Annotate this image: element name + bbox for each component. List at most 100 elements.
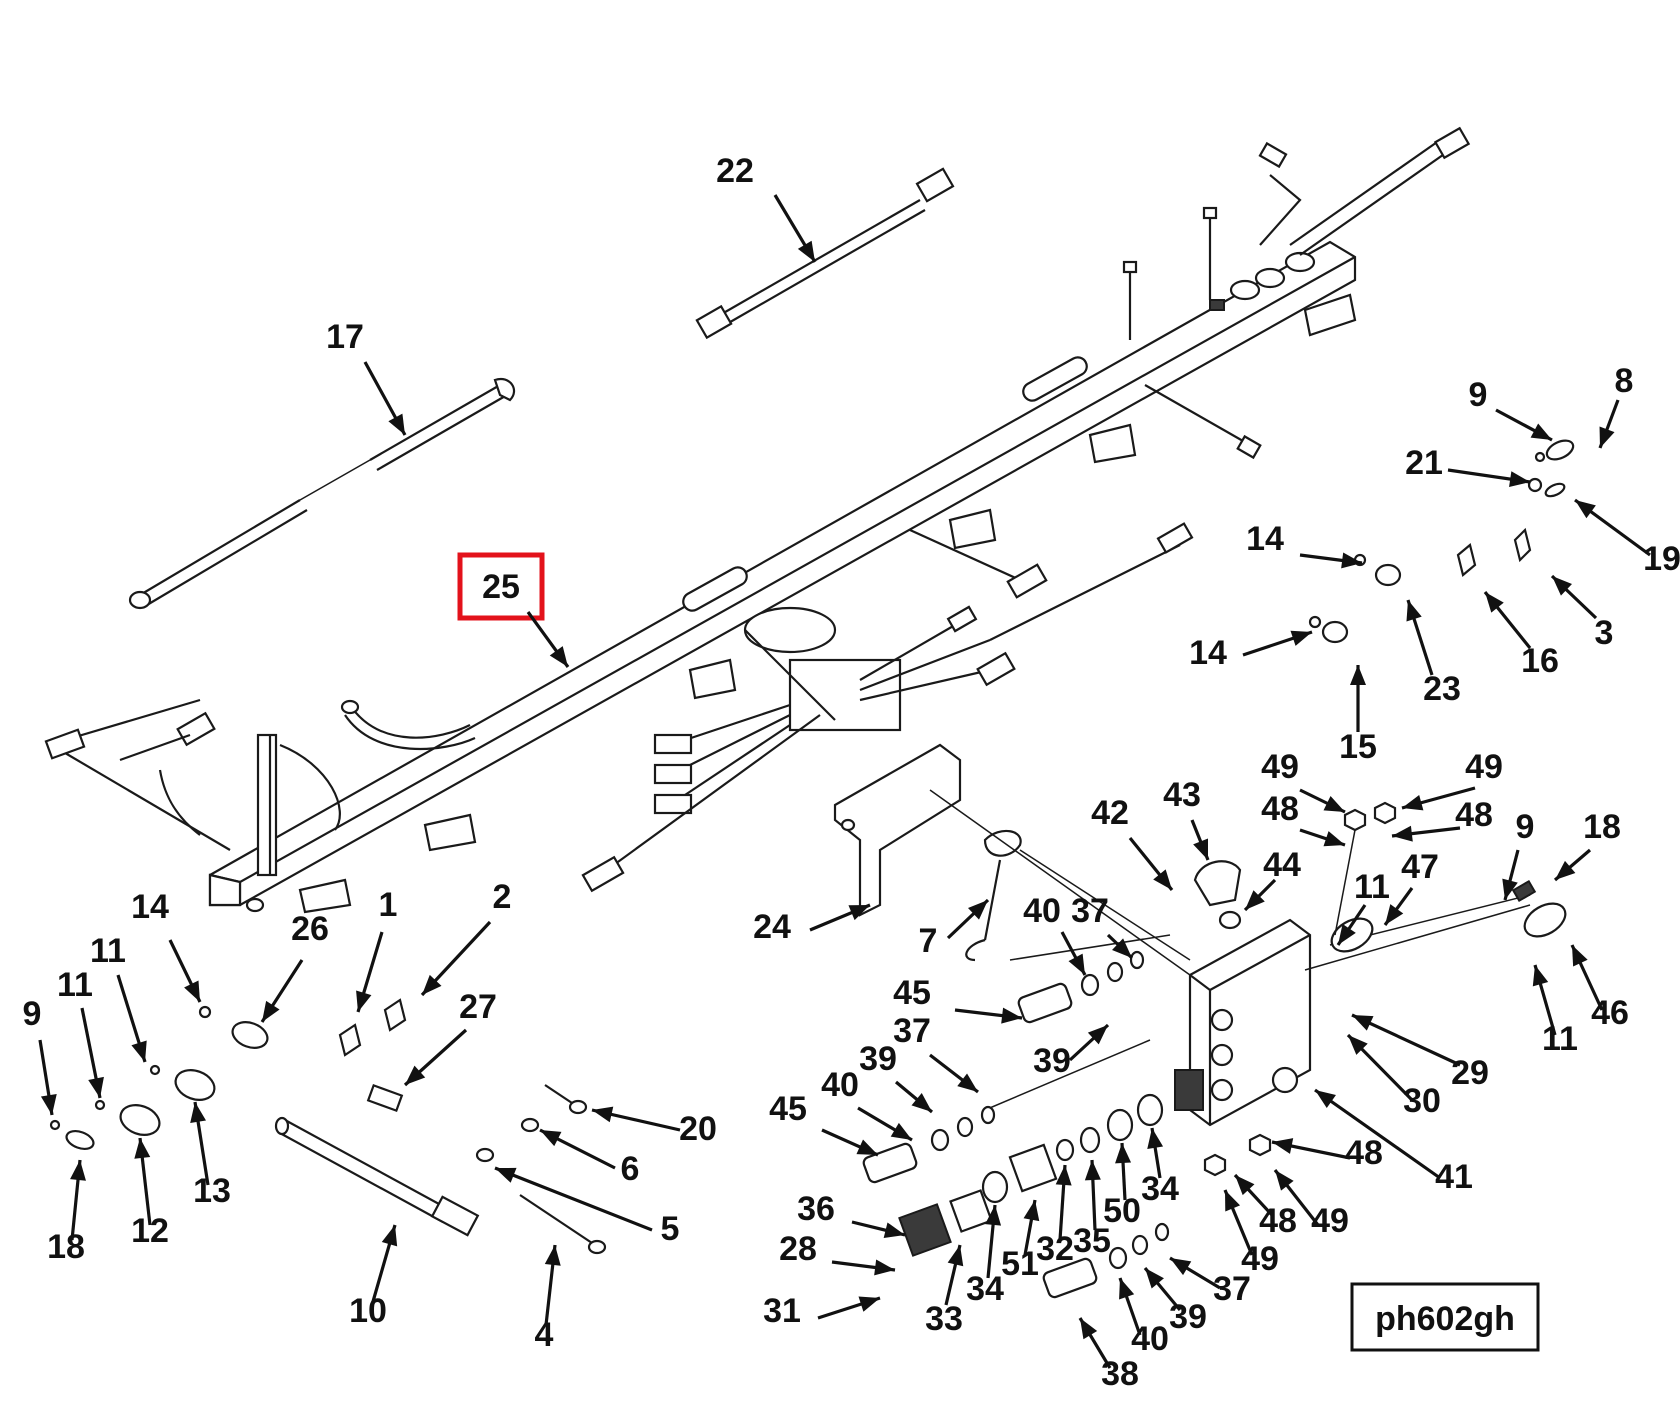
callout-label-11: 11: [90, 932, 126, 970]
callout-label-49: 49: [1465, 748, 1503, 786]
callout-label-7: 7: [919, 922, 938, 960]
callout-label-34: 34: [966, 1270, 1004, 1308]
valve-body-assembly: [833, 743, 1567, 1299]
callout-label-15: 15: [1339, 728, 1377, 766]
callout-label-3: 3: [1595, 614, 1614, 652]
callout-label-40: 40: [1023, 892, 1061, 930]
callout-arrowhead-39: [911, 1093, 932, 1112]
callout-arrowhead-30: [1348, 1035, 1368, 1055]
callout-label-11: 11: [1354, 868, 1390, 906]
callout-label-31: 31: [763, 1292, 801, 1330]
callout-label-30: 30: [1403, 1082, 1441, 1120]
callout-label-37: 37: [893, 1012, 931, 1050]
callout-arrowhead-37: [957, 1073, 978, 1092]
callout-arrowhead-9: [40, 1093, 57, 1115]
callout-label-18: 18: [47, 1228, 85, 1266]
callout-arrowhead-50: [1115, 1143, 1132, 1164]
callout-arrowhead-51: [1023, 1200, 1040, 1222]
callout-arrowhead-44: [1245, 890, 1265, 910]
callout-label-17: 17: [326, 318, 364, 356]
callout-label-39: 39: [859, 1040, 897, 1078]
callout-arrowhead-27: [405, 1065, 426, 1085]
callout-arrowhead-25: [549, 646, 568, 667]
callout-label-6: 6: [621, 1150, 640, 1188]
callout-label-28: 28: [779, 1230, 817, 1268]
drawing-reference-box: ph602gh: [1350, 1282, 1540, 1352]
callout-label-14: 14: [1246, 520, 1284, 558]
callout-label-51: 51: [1001, 1245, 1039, 1283]
callout-arrow-5: [494, 1166, 653, 1232]
callout-label-11: 11: [1542, 1020, 1578, 1058]
callout-arrowhead-8: [1599, 426, 1615, 448]
callout-label-49: 49: [1261, 748, 1299, 786]
callout-arrowhead-28: [874, 1259, 895, 1276]
callout-arrowhead-19: [1575, 500, 1596, 519]
callout-arrowhead-14: [184, 980, 200, 1002]
callout-arrowhead-17: [388, 413, 405, 435]
cable-assembly-17: [128, 377, 516, 610]
callout-label-9: 9: [1469, 376, 1488, 414]
callout-arrowhead-14: [1341, 552, 1362, 569]
callout-label-48: 48: [1455, 796, 1493, 834]
callout-label-21: 21: [1405, 444, 1443, 482]
callout-arrowhead-3: [1552, 576, 1572, 596]
callout-label-45: 45: [893, 974, 931, 1012]
callout-label-38: 38: [1101, 1355, 1139, 1393]
callout-arrows: [38, 194, 1651, 1369]
callout-arrowhead-42: [1153, 869, 1172, 890]
callout-label-1: 1: [379, 886, 398, 924]
callout-label-37: 37: [1213, 1270, 1251, 1308]
callout-label-18: 18: [1583, 808, 1621, 846]
callout-label-14: 14: [1189, 634, 1227, 672]
highlight-box: [457, 552, 545, 621]
callout-arrowhead-49: [1225, 1190, 1241, 1212]
callout-arrowhead-24: [848, 905, 870, 921]
callout-label-19: 19: [1643, 540, 1680, 578]
callout-label-20: 20: [679, 1110, 717, 1148]
callout-label-10: 10: [349, 1292, 387, 1330]
callout-arrowhead-15: [1350, 665, 1366, 685]
callout-label-41: 41: [1435, 1158, 1473, 1196]
callout-label-48: 48: [1259, 1202, 1297, 1240]
callout-arrowhead-49: [1275, 1170, 1294, 1191]
callout-arrowhead-18: [70, 1160, 86, 1181]
callout-arrowhead-34: [985, 1205, 1002, 1226]
callout-arrowhead-43: [1193, 838, 1208, 860]
callout-label-5: 5: [661, 1210, 680, 1248]
callout-arrowhead-29: [1352, 1015, 1374, 1031]
callout-arrowhead-32: [1055, 1165, 1072, 1186]
small-fittings-upper-right: [1308, 439, 1575, 644]
callout-arrowhead-48: [1272, 1138, 1294, 1154]
callout-arrowhead-5: [495, 1167, 517, 1183]
callout-label-4: 4: [535, 1316, 554, 1354]
callout-arrowhead-48: [1235, 1175, 1255, 1196]
callout-label-47: 47: [1401, 848, 1439, 886]
callout-arrow-41: [1314, 1088, 1441, 1180]
cable-assembly-22: [695, 167, 955, 340]
callout-arrowhead-11: [131, 1040, 147, 1062]
callout-arrowhead-48: [1323, 831, 1345, 847]
callout-label-32: 32: [1036, 1230, 1074, 1268]
callout-label-27: 27: [459, 988, 497, 1026]
callout-label-37: 37: [1071, 892, 1109, 930]
callout-arrowhead-11: [1532, 965, 1549, 987]
callout-arrowhead-4: [544, 1245, 561, 1266]
callout-arrowhead-16: [1485, 592, 1504, 613]
callout-label-49: 49: [1241, 1240, 1279, 1278]
callout-arrowhead-10: [381, 1225, 398, 1247]
callout-label-44: 44: [1263, 846, 1301, 884]
main-harness-assembly: [44, 126, 1471, 914]
callout-label-50: 50: [1103, 1192, 1141, 1230]
callout-label-14: 14: [131, 888, 169, 926]
callout-arrowhead-14: [1290, 630, 1312, 646]
callout-arrowhead-49: [1402, 794, 1424, 811]
callout-arrowhead-46: [1572, 945, 1588, 967]
callout-label-49: 49: [1311, 1202, 1349, 1240]
callout-label-40: 40: [821, 1066, 859, 1104]
callout-label-13: 13: [193, 1172, 231, 1210]
callout-arrowhead-12: [134, 1138, 151, 1159]
callout-label-11: 11: [57, 966, 93, 1004]
callout-arrowhead-20: [592, 1106, 614, 1123]
